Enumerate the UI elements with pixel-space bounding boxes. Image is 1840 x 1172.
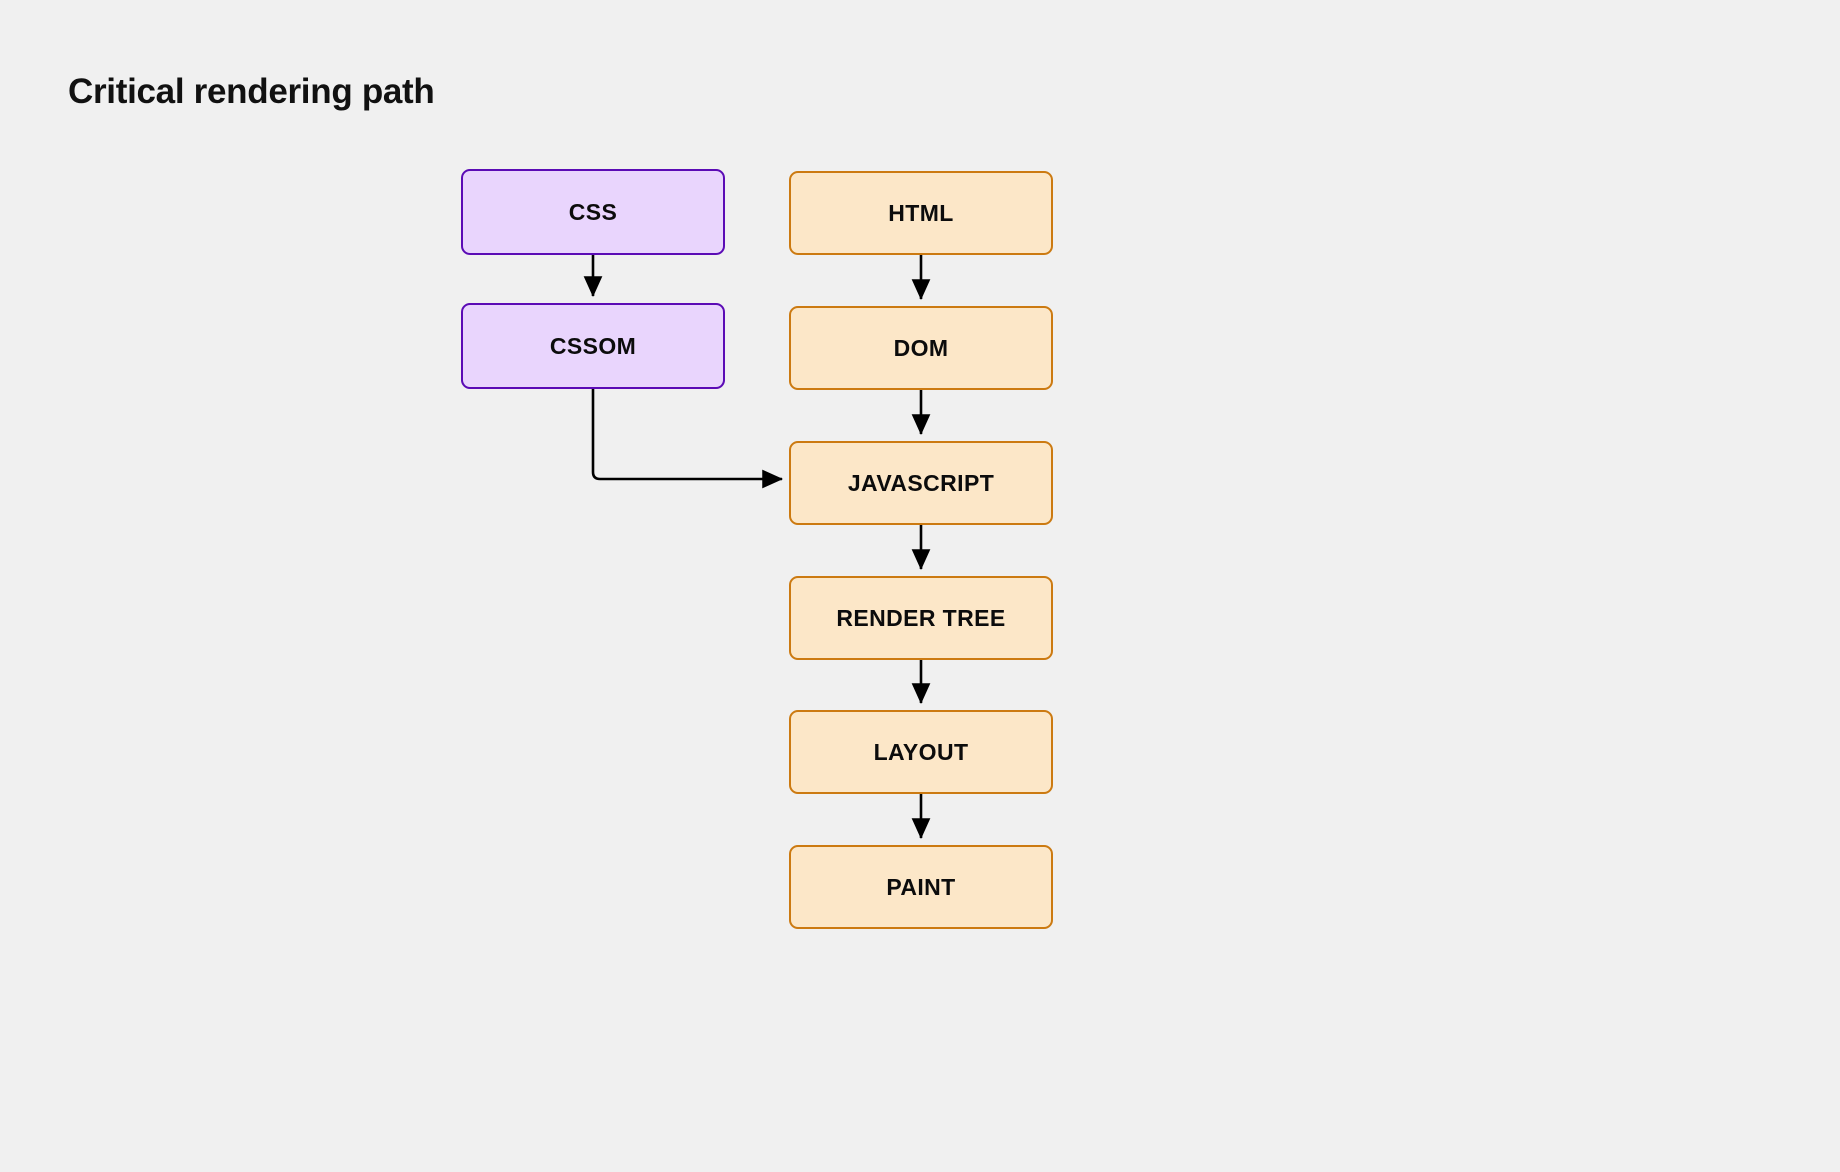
node-html-label: HTML <box>888 199 954 226</box>
edge-cssom-javascript <box>591 389 784 489</box>
node-cssom[interactable]: CSSOM <box>461 303 725 389</box>
node-dom[interactable]: DOM <box>789 306 1053 390</box>
node-render-tree-label: RENDER TREE <box>836 604 1006 631</box>
node-javascript[interactable]: JAVASCRIPT <box>789 441 1053 525</box>
page-title: Critical rendering path <box>68 72 435 111</box>
node-render-tree[interactable]: RENDER TREE <box>789 576 1053 660</box>
node-html[interactable]: HTML <box>789 171 1053 255</box>
node-layout-label: LAYOUT <box>873 738 969 765</box>
node-javascript-label: JAVASCRIPT <box>847 469 995 496</box>
node-paint[interactable]: PAINT <box>789 845 1053 929</box>
node-paint-label: PAINT <box>886 873 956 900</box>
node-css-label: CSS <box>568 198 618 225</box>
node-dom-label: DOM <box>893 334 949 361</box>
node-css[interactable]: CSS <box>461 169 725 255</box>
node-layout[interactable]: LAYOUT <box>789 710 1053 794</box>
node-cssom-label: CSSOM <box>549 332 637 359</box>
